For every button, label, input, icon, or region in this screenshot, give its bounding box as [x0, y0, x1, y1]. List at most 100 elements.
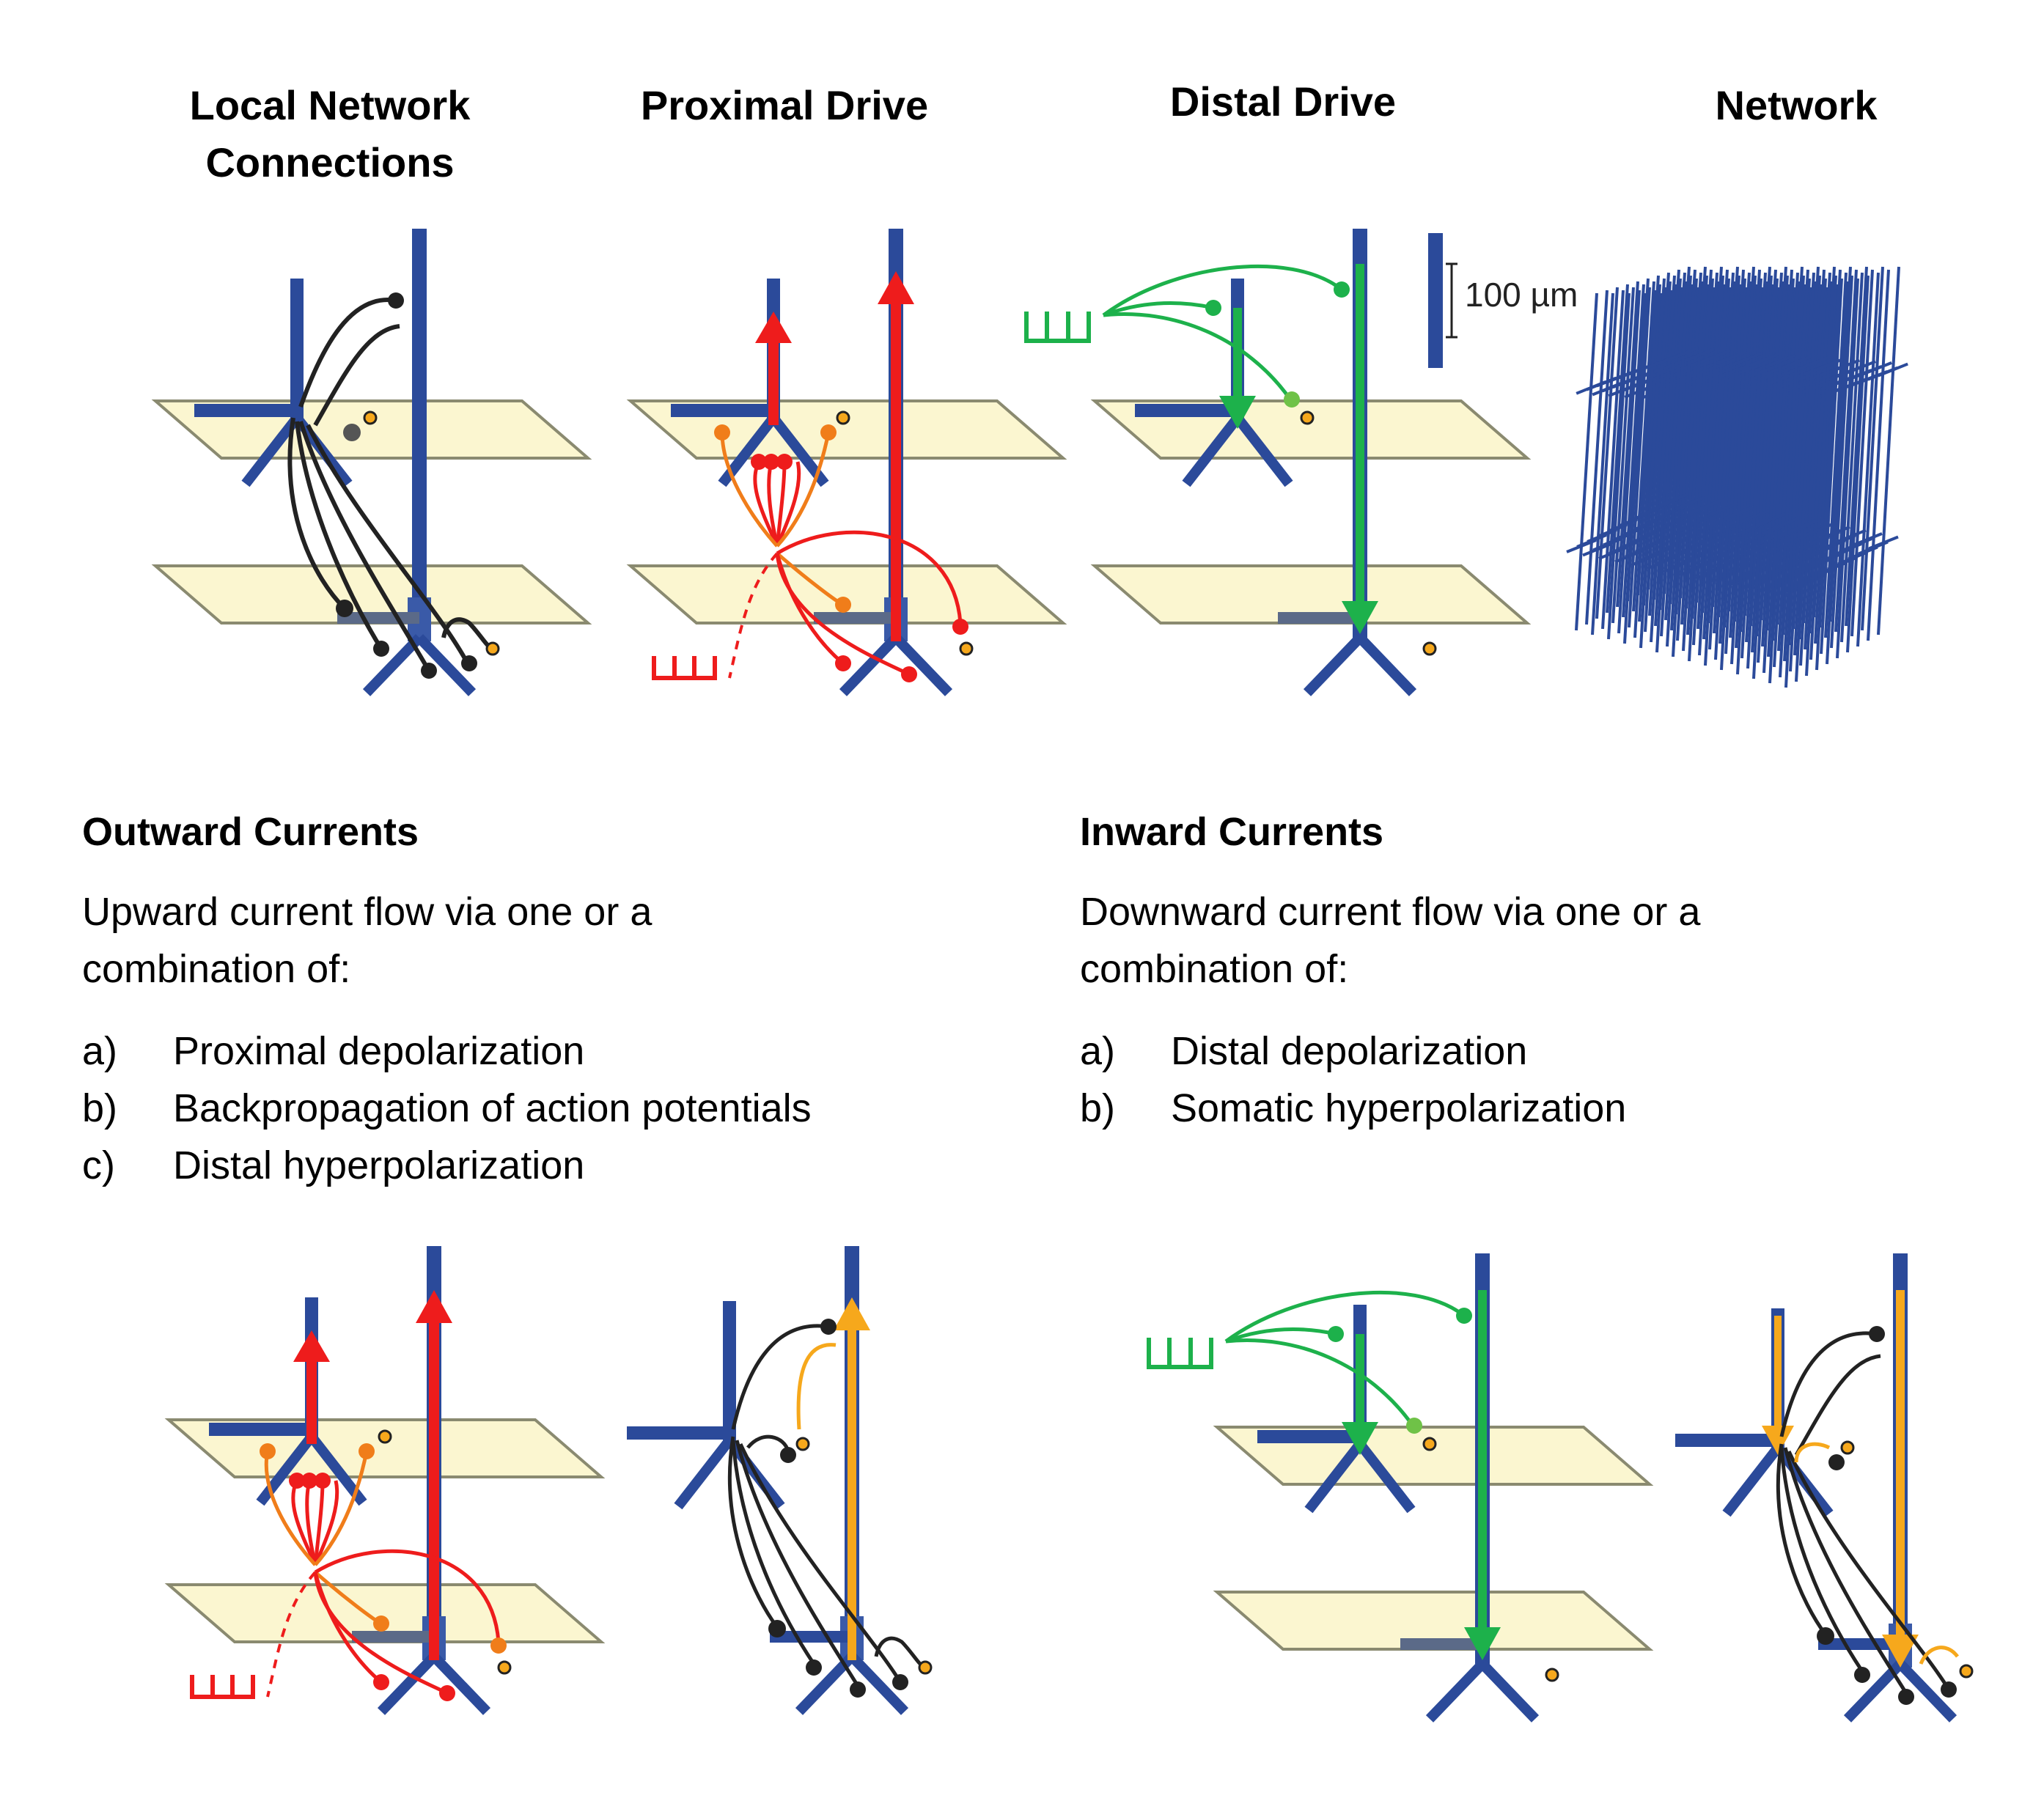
- network-neuron-apical: [1776, 272, 1799, 625]
- network-neuron-apical: [1732, 266, 1755, 596]
- network-neuron-apical: [1749, 275, 1773, 627]
- network-neuron-branch: [1668, 346, 1699, 361]
- network-neuron-apical: [1877, 266, 1900, 635]
- network-neuron-apical: [1867, 269, 1890, 641]
- network-neuron-apical: [1695, 272, 1718, 603]
- network-neuron-branch: [1674, 495, 1705, 511]
- network-neuron-apical: [1834, 269, 1858, 633]
- network-neuron-apical: [1765, 275, 1789, 631]
- network-neuron-apical: [1845, 266, 1868, 627]
- network-neuron-apical: [1673, 269, 1696, 589]
- synapse-dots: [768, 1319, 933, 1698]
- list-item: a)Distal depolarization: [1080, 1023, 1626, 1080]
- network-neuron-apical: [1782, 275, 1805, 635]
- list-marker: a): [82, 1029, 118, 1073]
- network-neuron-apical: [1653, 275, 1676, 600]
- network-neuron-branch: [1797, 356, 1828, 372]
- outward-description-line1: Upward current flow via one or a: [82, 890, 652, 934]
- network-neuron-apical: [1711, 272, 1735, 608]
- inward-somatic-panel: [1675, 1253, 1974, 1723]
- network-neuron-apical: [1828, 266, 1852, 622]
- synapse-dots: [1328, 1308, 1559, 1682]
- network-neuron-apical: [1738, 269, 1761, 606]
- network-neuron-apical: [1705, 269, 1729, 597]
- inward-description-line1: Downward current flow via one or a: [1080, 890, 1701, 934]
- network-neuron-branch: [1829, 358, 1860, 374]
- list-item: b)Somatic hyperpolarization: [1080, 1080, 1626, 1137]
- network-neuron-branch: [1836, 528, 1867, 544]
- network-neuron-branch: [1716, 350, 1747, 365]
- spike-train-icon: [1147, 1338, 1213, 1369]
- network-neuron-branch: [1845, 360, 1876, 375]
- network-neuron-branch: [1771, 515, 1802, 531]
- network-neuron-apical: [1628, 287, 1651, 628]
- inward-description: Downward current flow via one or a combi…: [1080, 883, 1700, 998]
- network-neuron-apical: [1770, 269, 1793, 615]
- outward-description: Upward current flow via one or a combina…: [82, 883, 652, 998]
- network-panel: [1566, 266, 1908, 688]
- heading-local-line2: Connections: [205, 139, 455, 185]
- network-neuron-apical: [1601, 290, 1625, 630]
- list-text: Distal depolarization: [1171, 1029, 1528, 1073]
- spike-train-icon: [1024, 312, 1091, 343]
- network-neuron-branch: [1732, 351, 1763, 366]
- scale-bar-label: 100 µm: [1465, 276, 1578, 314]
- network-neuron-apical: [1764, 266, 1787, 605]
- network-neuron-apical: [1808, 272, 1831, 634]
- network-neuron-branch: [1813, 357, 1844, 372]
- heading-distal-drive: Distal Drive: [1169, 78, 1397, 125]
- synapse-dots: [336, 292, 500, 679]
- network-neuron-branch: [1723, 506, 1754, 520]
- network-neuron-apical: [1804, 278, 1827, 650]
- network-neuron-apical: [1716, 266, 1739, 592]
- heading-local-line1: Local Network: [189, 82, 471, 128]
- network-neuron-apical: [1622, 284, 1645, 618]
- network-neuron-apical: [1685, 275, 1708, 609]
- network-neuron-apical: [1739, 278, 1762, 633]
- network-neuron-apical: [1689, 269, 1713, 593]
- network-neuron-branch: [1765, 353, 1795, 369]
- synapse-dots: [1817, 1326, 1974, 1705]
- network-neuron-apical: [1755, 278, 1779, 637]
- heading-local-network: Local Network Connections: [147, 77, 513, 191]
- network-neuron-apical: [1850, 269, 1874, 637]
- network-neuron-apical: [1658, 278, 1682, 611]
- network-neuron-apical: [1591, 292, 1614, 635]
- network-neuron-apical: [1701, 275, 1724, 614]
- network-neuron-apical: [1824, 272, 1848, 638]
- network-neuron-branch: [1804, 522, 1834, 537]
- network-neuron-apical: [1861, 266, 1884, 631]
- network-neuron-apical: [1663, 272, 1686, 594]
- network-neuron-apical: [1626, 278, 1650, 602]
- network-neuron-apical: [1802, 269, 1826, 624]
- network-neuron-apical: [1723, 278, 1746, 628]
- outward-proximal-panel: [167, 1246, 603, 1715]
- network-neuron-apical: [1707, 278, 1730, 624]
- network-neuron-apical: [1636, 275, 1660, 596]
- network-neuron-apical: [1616, 281, 1639, 608]
- distal-input-fibers: [1224, 1290, 1466, 1427]
- upward-current-arrow: [293, 1290, 452, 1660]
- list-item: c)Distal hyperpolarization: [82, 1137, 812, 1194]
- network-neuron-branch: [1781, 355, 1812, 370]
- network-neuron-apical: [1691, 278, 1714, 619]
- network-neuron-apical: [1798, 275, 1821, 640]
- upward-current-arrow: [834, 1297, 870, 1660]
- network-neuron-apical: [1820, 278, 1843, 655]
- network-neuron-apical: [1796, 266, 1820, 614]
- network-neuron-branch: [1787, 519, 1818, 534]
- list-text: Backpropagation of action potentials: [173, 1086, 812, 1130]
- list-text: Somatic hyperpolarization: [1171, 1086, 1627, 1130]
- proximal-drive-panel: [629, 229, 1065, 696]
- inward-description-line2: combination of:: [1080, 947, 1349, 991]
- network-neuron-apical: [1667, 266, 1691, 578]
- network-neuron-branch: [1749, 353, 1779, 367]
- network-neuron-apical: [1840, 272, 1864, 643]
- downward-current-arrow: [1219, 264, 1378, 634]
- network-neuron-branch: [1684, 347, 1715, 363]
- network-neuron-apical: [1818, 269, 1842, 628]
- network-neuron-apical: [1733, 275, 1757, 622]
- network-neuron-apical: [1814, 275, 1837, 644]
- network-neuron-apical: [1836, 278, 1859, 659]
